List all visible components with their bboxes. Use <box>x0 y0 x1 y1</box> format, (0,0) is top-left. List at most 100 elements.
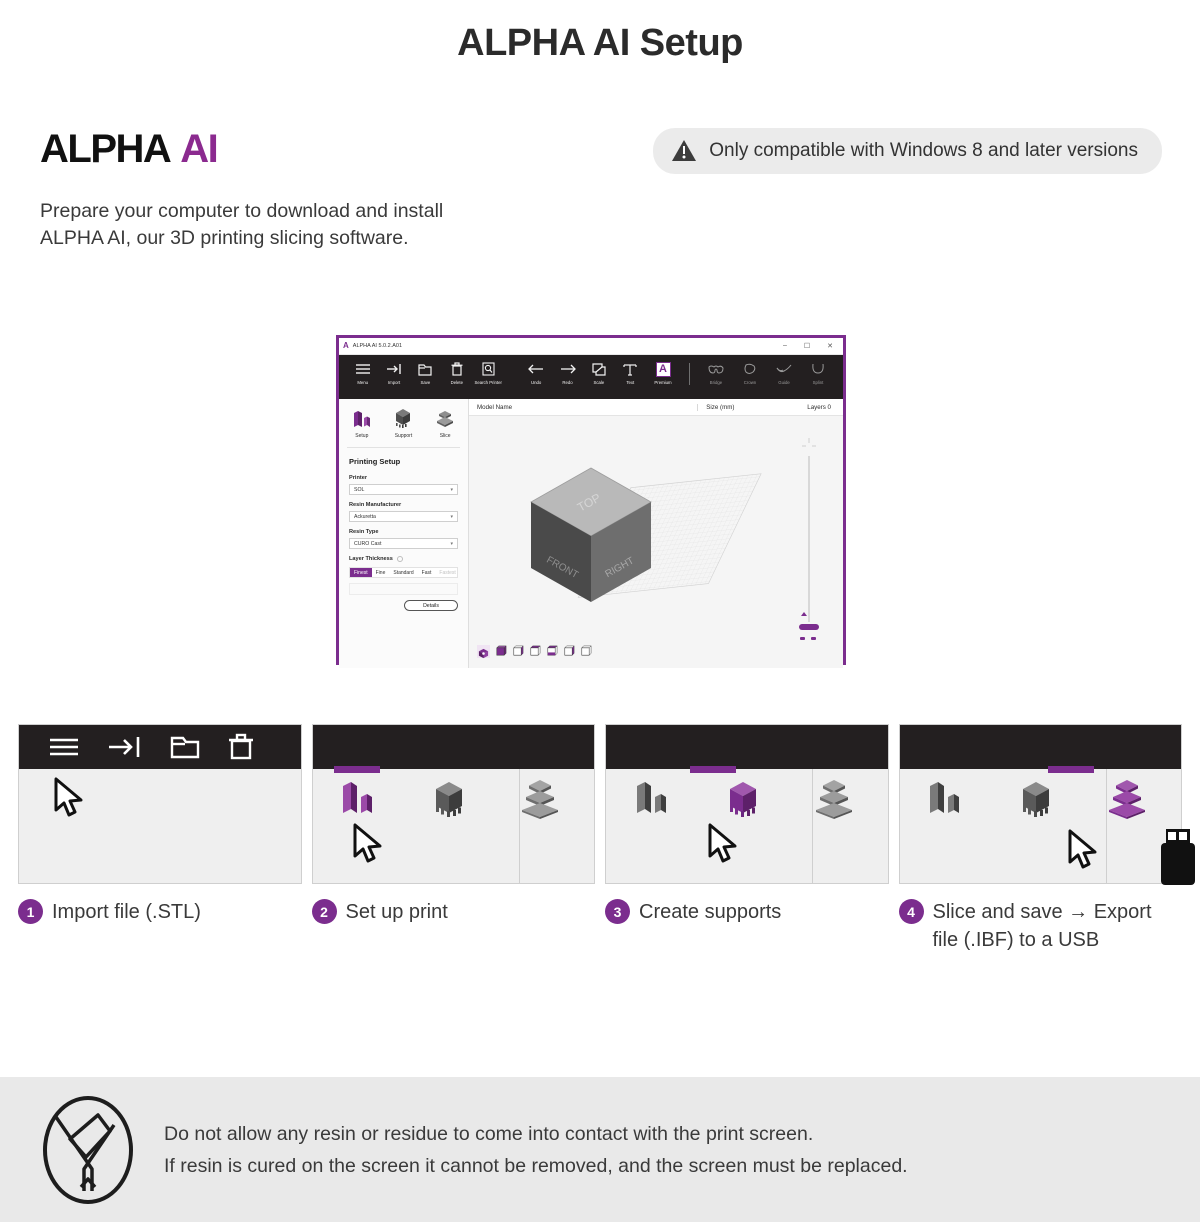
toolbar-button-redo[interactable]: Redo <box>552 361 583 385</box>
app-title-text: ALPHA AI 5.0.2.A01 <box>352 343 403 349</box>
step-2-illustration <box>311 724 595 884</box>
step-1-illustration <box>18 724 302 884</box>
import-arrow-icon <box>378 361 409 377</box>
z-slider-step-left[interactable] <box>800 637 805 640</box>
view-cube-front-button[interactable] <box>494 645 507 658</box>
resin-type-value: CURO Cast <box>354 540 382 547</box>
layer-option-standard[interactable]: Standard <box>393 569 414 576</box>
toolbar-button-crown[interactable]: Crown <box>733 361 767 385</box>
layer-option-fast[interactable]: Fast <box>421 569 432 576</box>
splint-icon <box>801 361 835 377</box>
hamburger-menu-icon <box>347 361 378 377</box>
toolbar-button-bridge[interactable]: Bridge <box>699 361 733 385</box>
z-slider-step-right[interactable] <box>811 637 816 640</box>
resin-type-label: Resin Type <box>349 529 379 535</box>
logo-ai-text: AI <box>180 127 219 171</box>
warning-triangle-icon <box>672 140 697 161</box>
step-3-panel-divider <box>812 769 813 883</box>
printing-setup-panel: Printing Setup Printer SOL ▾ Resin Manuf… <box>339 448 468 611</box>
view-orientation-toolbar[interactable] <box>477 645 592 659</box>
mode-tab-slice[interactable]: Slice <box>426 407 464 439</box>
step-3-text: Create supports <box>639 901 782 923</box>
setup-bars-icon[interactable] <box>606 777 697 823</box>
setup-bars-icon[interactable] <box>900 777 991 823</box>
usb-drive-icon <box>1161 829 1195 885</box>
mode-tab-support[interactable]: Support <box>384 407 422 439</box>
toolbar-button-import[interactable]: Import <box>378 361 409 385</box>
view-cube-top-button[interactable] <box>545 645 558 658</box>
view-cube-right-button[interactable] <box>528 645 541 658</box>
toolbar-button-search-printer[interactable]: Search Printer <box>473 361 504 385</box>
step-2: 2 Set up print <box>311 724 596 954</box>
support-cube-icon[interactable] <box>404 777 495 823</box>
toolbar-button-text[interactable]: Text <box>615 361 646 385</box>
page-title: ALPHA AI Setup <box>457 22 743 64</box>
steps-row: 1 Import file (.STL) <box>18 724 1195 954</box>
mode-tab-label: Slice <box>439 433 451 439</box>
toolbar-label: Save <box>420 380 431 385</box>
toolbar-button-menu[interactable]: Menu <box>347 361 378 385</box>
close-button[interactable]: ✕ <box>827 343 833 350</box>
mouse-cursor-icon <box>353 823 381 863</box>
toolbar-button-splint[interactable]: Splint <box>801 361 835 385</box>
step-2-caption: 2 Set up print <box>311 898 596 926</box>
toolbar-button-delete[interactable]: Delete <box>441 361 472 385</box>
minimize-button[interactable]: – <box>782 342 787 349</box>
mouse-cursor-icon <box>54 777 83 817</box>
layer-thickness-segmented-control[interactable]: Finest Fine Standard Fast Fastest <box>349 567 458 578</box>
slice-stack-icon[interactable] <box>1082 777 1173 823</box>
slice-stack-icon[interactable] <box>788 777 879 823</box>
toolbar-label: Crown <box>743 380 757 385</box>
size-column-header: Size (mm) <box>697 403 807 411</box>
folder-save-icon <box>410 361 441 377</box>
view-cube-back-button[interactable] <box>579 645 592 658</box>
printer-select[interactable]: SOL ▾ <box>349 484 458 495</box>
toolbar-button-scale[interactable]: Scale <box>583 361 614 385</box>
toolbar-button-undo[interactable]: Undo <box>520 361 551 385</box>
model-cube: TOP FRONT RIGHT <box>530 467 652 602</box>
step-1-text: Import file (.STL) <box>52 901 201 923</box>
setup-bars-icon[interactable] <box>313 777 404 823</box>
layer-option-finest[interactable]: Finest <box>350 568 372 577</box>
layer-option-fastest: Fastest <box>439 569 456 576</box>
arrow-right-icon <box>552 361 583 377</box>
step-4-caption: 4 Slice and save → Export file (.IBF) to… <box>898 898 1183 954</box>
view-cube-bottom-button[interactable] <box>562 645 575 658</box>
setup-bars-icon <box>343 407 381 429</box>
toolbar-button-guide[interactable]: Guide <box>767 361 801 385</box>
footer-line-1: Do not allow any resin or residue to com… <box>164 1122 814 1145</box>
support-cube-icon[interactable] <box>697 777 788 823</box>
toolbar-label: Guide <box>778 380 790 385</box>
toolbar-button-premium[interactable]: A Premium <box>646 361 680 385</box>
toolbar-label: Undo <box>531 380 542 385</box>
resin-manufacturer-select[interactable]: Ackuretta ▾ <box>349 511 458 522</box>
support-cube-icon <box>384 407 422 429</box>
support-cube-icon[interactable] <box>991 777 1082 823</box>
z-slider-up-arrow[interactable] <box>801 612 807 616</box>
view-cube-left-button[interactable] <box>511 645 524 658</box>
z-slider-track[interactable] <box>808 456 810 622</box>
resin-type-select[interactable]: CURO Cast ▾ <box>349 538 458 549</box>
view-cube-iso-button[interactable] <box>477 645 490 659</box>
details-button[interactable]: Details <box>404 600 458 611</box>
mouse-cursor-icon <box>708 823 737 863</box>
toolbar-button-save[interactable]: Save <box>410 361 441 385</box>
step-3-active-tab-indicator <box>690 766 736 773</box>
z-slider-handle[interactable] <box>799 624 819 630</box>
slice-stack-icon[interactable] <box>495 777 586 823</box>
scale-icon <box>583 361 614 377</box>
info-icon[interactable] <box>396 556 403 562</box>
layer-option-fine[interactable]: Fine <box>375 569 386 576</box>
z-height-slider[interactable] <box>799 438 819 646</box>
mode-tab-setup[interactable]: Setup <box>343 407 381 439</box>
maximize-button[interactable]: ☐ <box>803 343 811 350</box>
step-1-caption: 1 Import file (.STL) <box>18 898 302 926</box>
step-1-badge: 1 <box>18 899 43 924</box>
toolbar-label: Search Printer <box>474 380 502 385</box>
arrow-left-icon <box>520 361 551 377</box>
3d-viewport[interactable]: TOP FRONT RIGHT <box>469 416 843 668</box>
guide-icon <box>767 361 801 377</box>
toolbar-label: Delete <box>450 380 464 385</box>
intro-line-2: ALPHA AI, our 3D printing slicing softwa… <box>40 227 409 249</box>
